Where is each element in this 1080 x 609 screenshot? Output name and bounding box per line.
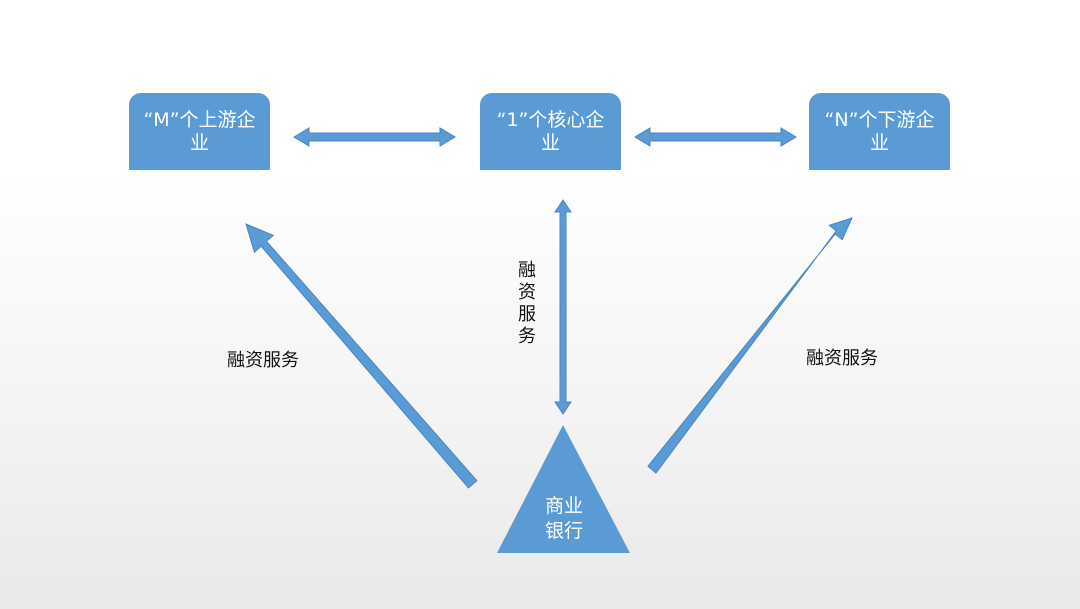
financing-service-label-center: 融资服务 [518, 260, 536, 347]
commercial-bank-label: 商业 银行 [524, 494, 604, 544]
double-arrow-core-downstream [634, 127, 797, 147]
arrow-bank-to-downstream [647, 217, 853, 474]
upstream-label-line1: “M”个上游企 [143, 108, 256, 131]
upstream-label-line2: 业 [189, 131, 209, 154]
upstream-enterprises-label: “M”个上游企 业 [143, 109, 255, 155]
bank-triangle [497, 425, 630, 553]
arrow-bank-to-upstream [245, 223, 478, 489]
core-enterprise-label: “1”个核心企 业 [497, 109, 605, 155]
financing-service-label-left: 融资服务 [227, 350, 299, 371]
downstream-label-line2: 业 [869, 131, 889, 154]
double-arrow-upstream-core [293, 127, 456, 147]
downstream-enterprises-box: “N”个下游企 业 [809, 93, 950, 170]
double-arrow-core-bank [554, 199, 572, 415]
core-label-line2: 业 [540, 131, 560, 154]
bank-label-line1: 商业 [544, 495, 583, 517]
financing-service-label-right: 融资服务 [806, 348, 878, 369]
core-label-line1: “1”个核心企 [496, 108, 605, 131]
core-enterprise-box: “1”个核心企 业 [480, 93, 621, 170]
upstream-enterprises-box: “M”个上游企 业 [129, 93, 270, 170]
bank-label-line2: 银行 [544, 520, 583, 542]
downstream-label-line1: “N”个下游企 [824, 108, 935, 131]
downstream-enterprises-label: “N”个下游企 业 [825, 109, 935, 155]
